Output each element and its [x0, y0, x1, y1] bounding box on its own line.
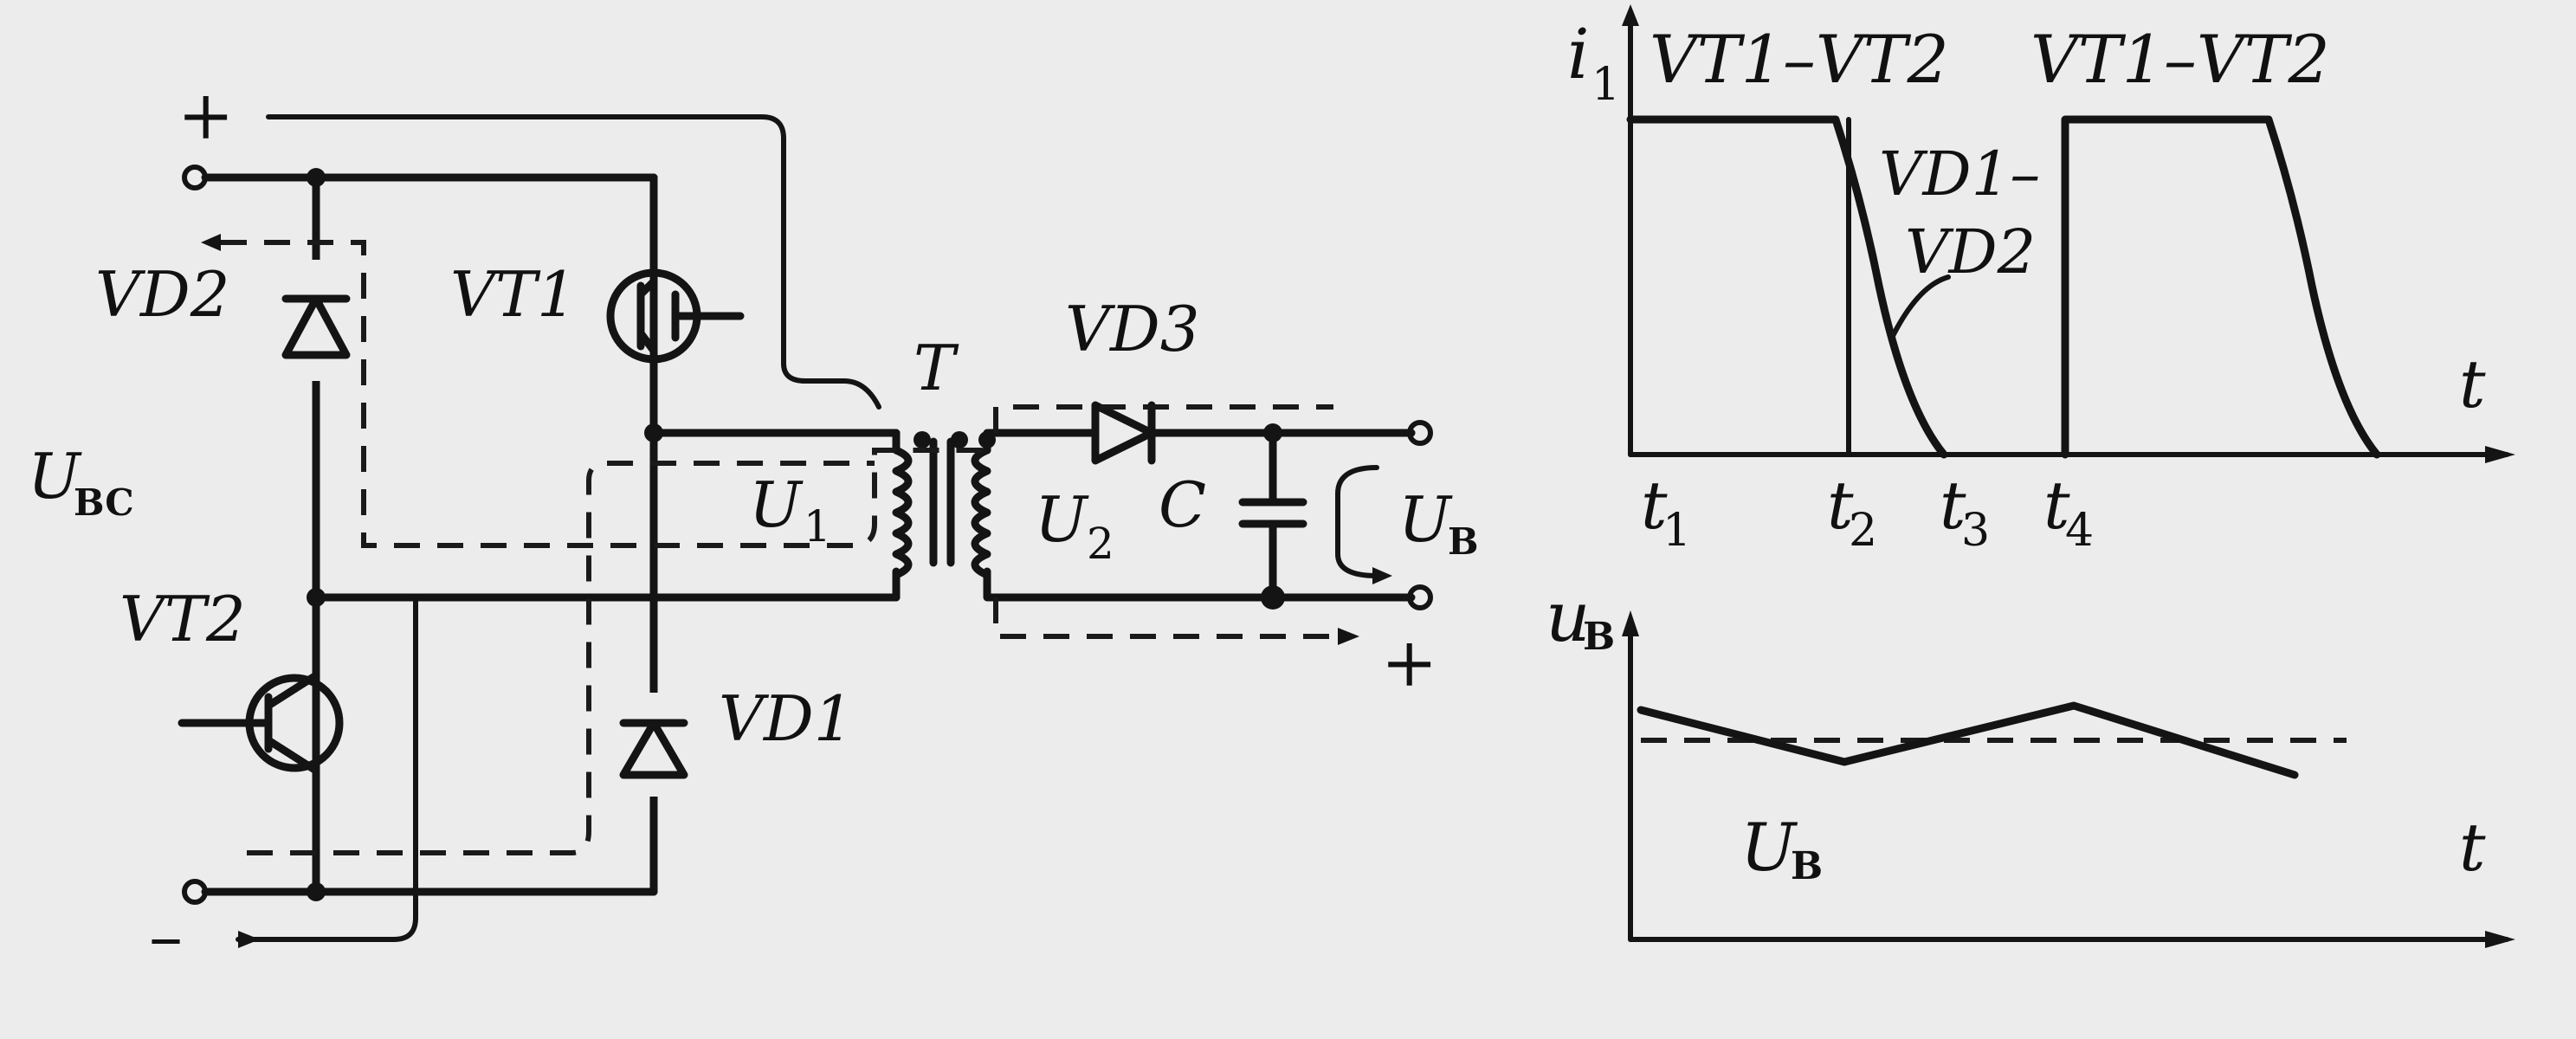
output-voltage-arrow [1335, 465, 1379, 578]
u-bc-subscript: BC [74, 481, 134, 524]
current-x-arrow [2485, 446, 2515, 463]
capacitor-label: C [1159, 468, 1206, 541]
t3-tick: t 3 [1940, 467, 1990, 557]
u1-label: U [749, 468, 804, 541]
svg-text:t: t [1940, 467, 1966, 544]
svg-text:3: 3 [1961, 505, 1990, 557]
u-b-label: U [1398, 483, 1453, 556]
dashed-path-secondary [993, 404, 1338, 639]
output-plus-label: + [1381, 624, 1437, 702]
vd2-diode [281, 260, 351, 381]
average-voltage-subscript: B [1791, 844, 1823, 888]
diode-label-line1: VD1– [1879, 139, 2040, 210]
u-bc-label: U [28, 440, 82, 513]
current-x-axis-label: t [2459, 345, 2486, 423]
feedback-line [266, 114, 881, 410]
conducting-label-1: VT1–VT2 [1650, 21, 1949, 98]
current-y-arrow [1622, 4, 1639, 26]
u1-subscript: 1 [804, 501, 831, 552]
capacitor-c [1238, 423, 1307, 610]
dashed-path-vd2 [221, 240, 987, 548]
return-arrow [238, 931, 260, 948]
voltage-y-arrow [1622, 610, 1639, 636]
vd2-label: VD2 [95, 258, 230, 331]
voltage-axis-subscript: B [1583, 615, 1615, 659]
converter-circuit: + – VD2 VT1 U BC VT2 VD1 T VD3 U 1 U 2 C… [28, 77, 1479, 976]
output-voltage-arrowhead [1372, 567, 1392, 584]
current-axis-subscript: 1 [1591, 59, 1620, 111]
svg-text:1: 1 [1662, 505, 1691, 557]
transformer-label: T [914, 332, 959, 404]
current-graph: i 1 VT1–VT2 VT1–VT2 VD1– VD2 t t 1 t 2 t… [1567, 4, 2515, 557]
vd3-label: VD3 [1065, 293, 1200, 365]
vd1-label: VD1 [719, 682, 854, 755]
voltage-graph: u B U B t [1546, 577, 2515, 948]
u-b-subscript: B [1448, 520, 1479, 563]
t4-tick: t 4 [2043, 467, 2094, 557]
svg-text:t: t [1641, 467, 1668, 544]
voltage-x-axis-label: t [2459, 809, 2486, 886]
input-plus-label: + [178, 77, 234, 155]
dashed-path-vd1 [247, 461, 875, 855]
vt1-transistor [606, 173, 745, 437]
t2-tick: t 2 [1827, 467, 1877, 557]
dashed-arrow-secondary [1338, 628, 1359, 645]
vt2-transistor [178, 593, 344, 896]
svg-text:4: 4 [2065, 505, 2094, 557]
diode-label-line2: VD2 [1905, 216, 2036, 287]
output-terminals [1407, 420, 1433, 610]
dashed-arrow-vd2 [201, 234, 221, 251]
t1-tick: t 1 [1641, 467, 1691, 557]
voltage-ripple [1637, 701, 2299, 779]
input-minus-label: – [149, 898, 183, 976]
u2-subscript: 2 [1087, 519, 1114, 569]
transformer [892, 431, 996, 579]
vd1-diode [619, 693, 688, 797]
conducting-label-2: VT1–VT2 [2030, 21, 2330, 98]
voltage-axis-label: u [1546, 577, 1591, 657]
diode-label-leader [1889, 274, 1951, 340]
u2-label: U [1035, 483, 1089, 556]
vt1-label: VT1 [450, 258, 577, 331]
vt2-label: VT2 [119, 583, 246, 655]
current-axis-label: i [1567, 14, 1590, 94]
average-voltage-label: U [1740, 809, 1798, 886]
secondary-bottom-wire [983, 567, 1416, 602]
voltage-x-arrow [2485, 931, 2515, 948]
svg-text:2: 2 [1849, 505, 1877, 557]
svg-text:t: t [1827, 467, 1854, 544]
return-line [236, 595, 418, 942]
svg-text:t: t [2043, 467, 2070, 544]
